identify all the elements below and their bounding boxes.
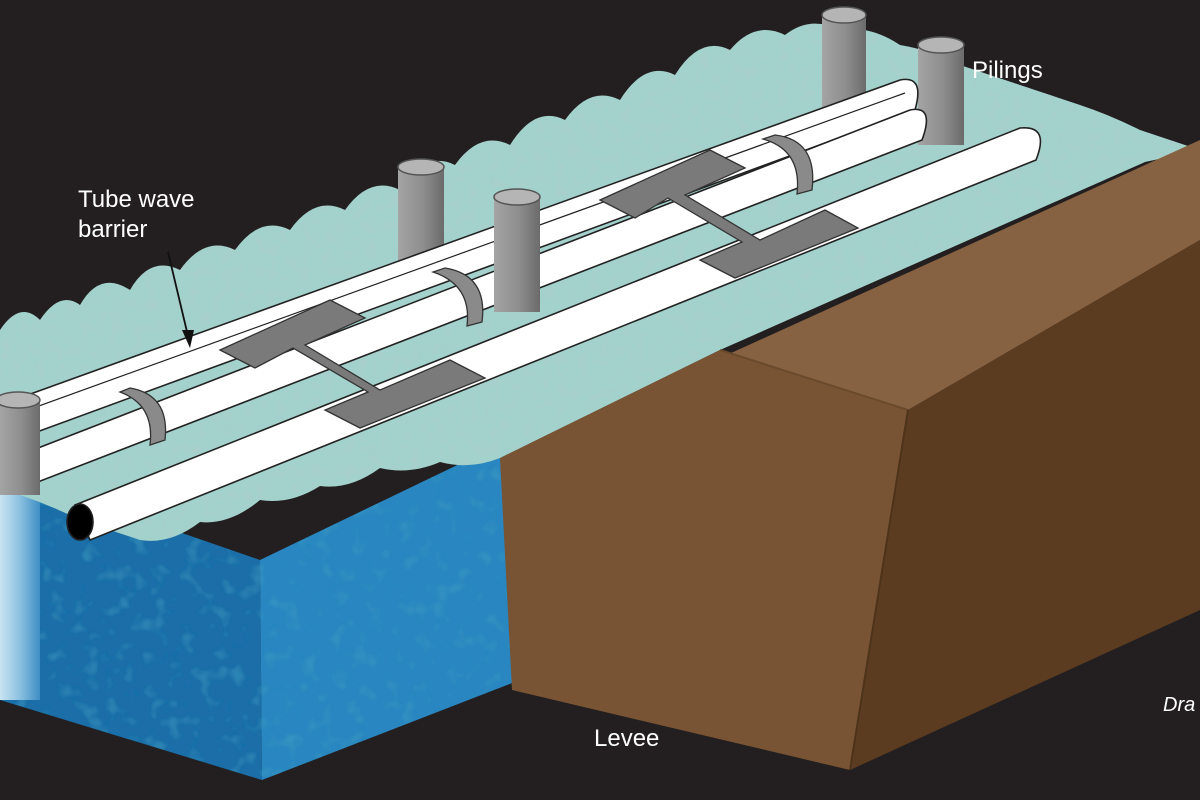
h-connector: [218, 299, 487, 429]
front-piling-underwater: [0, 470, 40, 700]
tube-straps: [118, 134, 814, 446]
levee-side: [850, 240, 1200, 770]
levee-edge: [719, 349, 909, 411]
tube-label-line2: barrier: [78, 216, 148, 243]
piling: [493, 188, 541, 312]
front-pilings: [0, 188, 541, 495]
tube-barrier-pointer: [167, 251, 194, 348]
piling: [917, 36, 965, 145]
strap: [760, 134, 814, 195]
water-front-face: [0, 470, 262, 780]
strap: [118, 387, 167, 446]
h-connector: [598, 149, 860, 279]
water-surface: [0, 23, 1200, 541]
tube-wave-barrier-label: Tube wave barrier: [78, 185, 195, 245]
back-pilings: [397, 6, 965, 277]
piling: [0, 391, 41, 495]
levee-front: [500, 350, 908, 770]
pilings-label: Pilings: [972, 57, 1043, 84]
h-connectors: [218, 149, 860, 429]
levee-edge: [849, 409, 909, 771]
tube-open-end: [66, 503, 94, 541]
water-block: [0, 430, 530, 780]
drawing-credit-label: Dra: [1163, 694, 1196, 716]
levee-block: [500, 140, 1200, 771]
tube-label-line1: Tube wave: [78, 186, 195, 213]
piling: [821, 6, 867, 110]
levee-label: Levee: [594, 725, 660, 752]
strap: [430, 267, 484, 327]
water-side-face: [260, 430, 530, 780]
